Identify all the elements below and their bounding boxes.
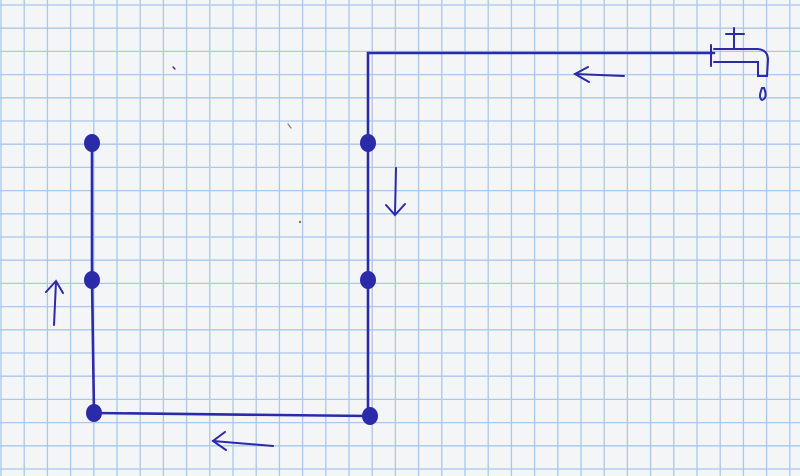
pipe-lines: [90, 51, 716, 418]
junction-dot-n6: [362, 407, 378, 425]
arrow-bottom-left-icon: [211, 431, 274, 451]
junction-dot-n5: [360, 271, 376, 289]
faucet-icon: [710, 27, 770, 102]
flow-arrows: [45, 66, 625, 451]
junction-dot-n3: [86, 404, 102, 422]
pipe-bottom-segment: [92, 411, 370, 418]
junction-dot-n2: [84, 271, 100, 289]
arrow-down-icon: [385, 167, 406, 217]
pipe-top-segment: [366, 51, 716, 145]
stray-marks: [172, 66, 302, 224]
junction-dots: [84, 134, 378, 425]
arrow-up-icon: [45, 279, 64, 326]
junction-dot-n1: [84, 134, 100, 152]
junction-dot-n4: [360, 134, 376, 152]
arrow-top-left-icon: [572, 66, 625, 83]
